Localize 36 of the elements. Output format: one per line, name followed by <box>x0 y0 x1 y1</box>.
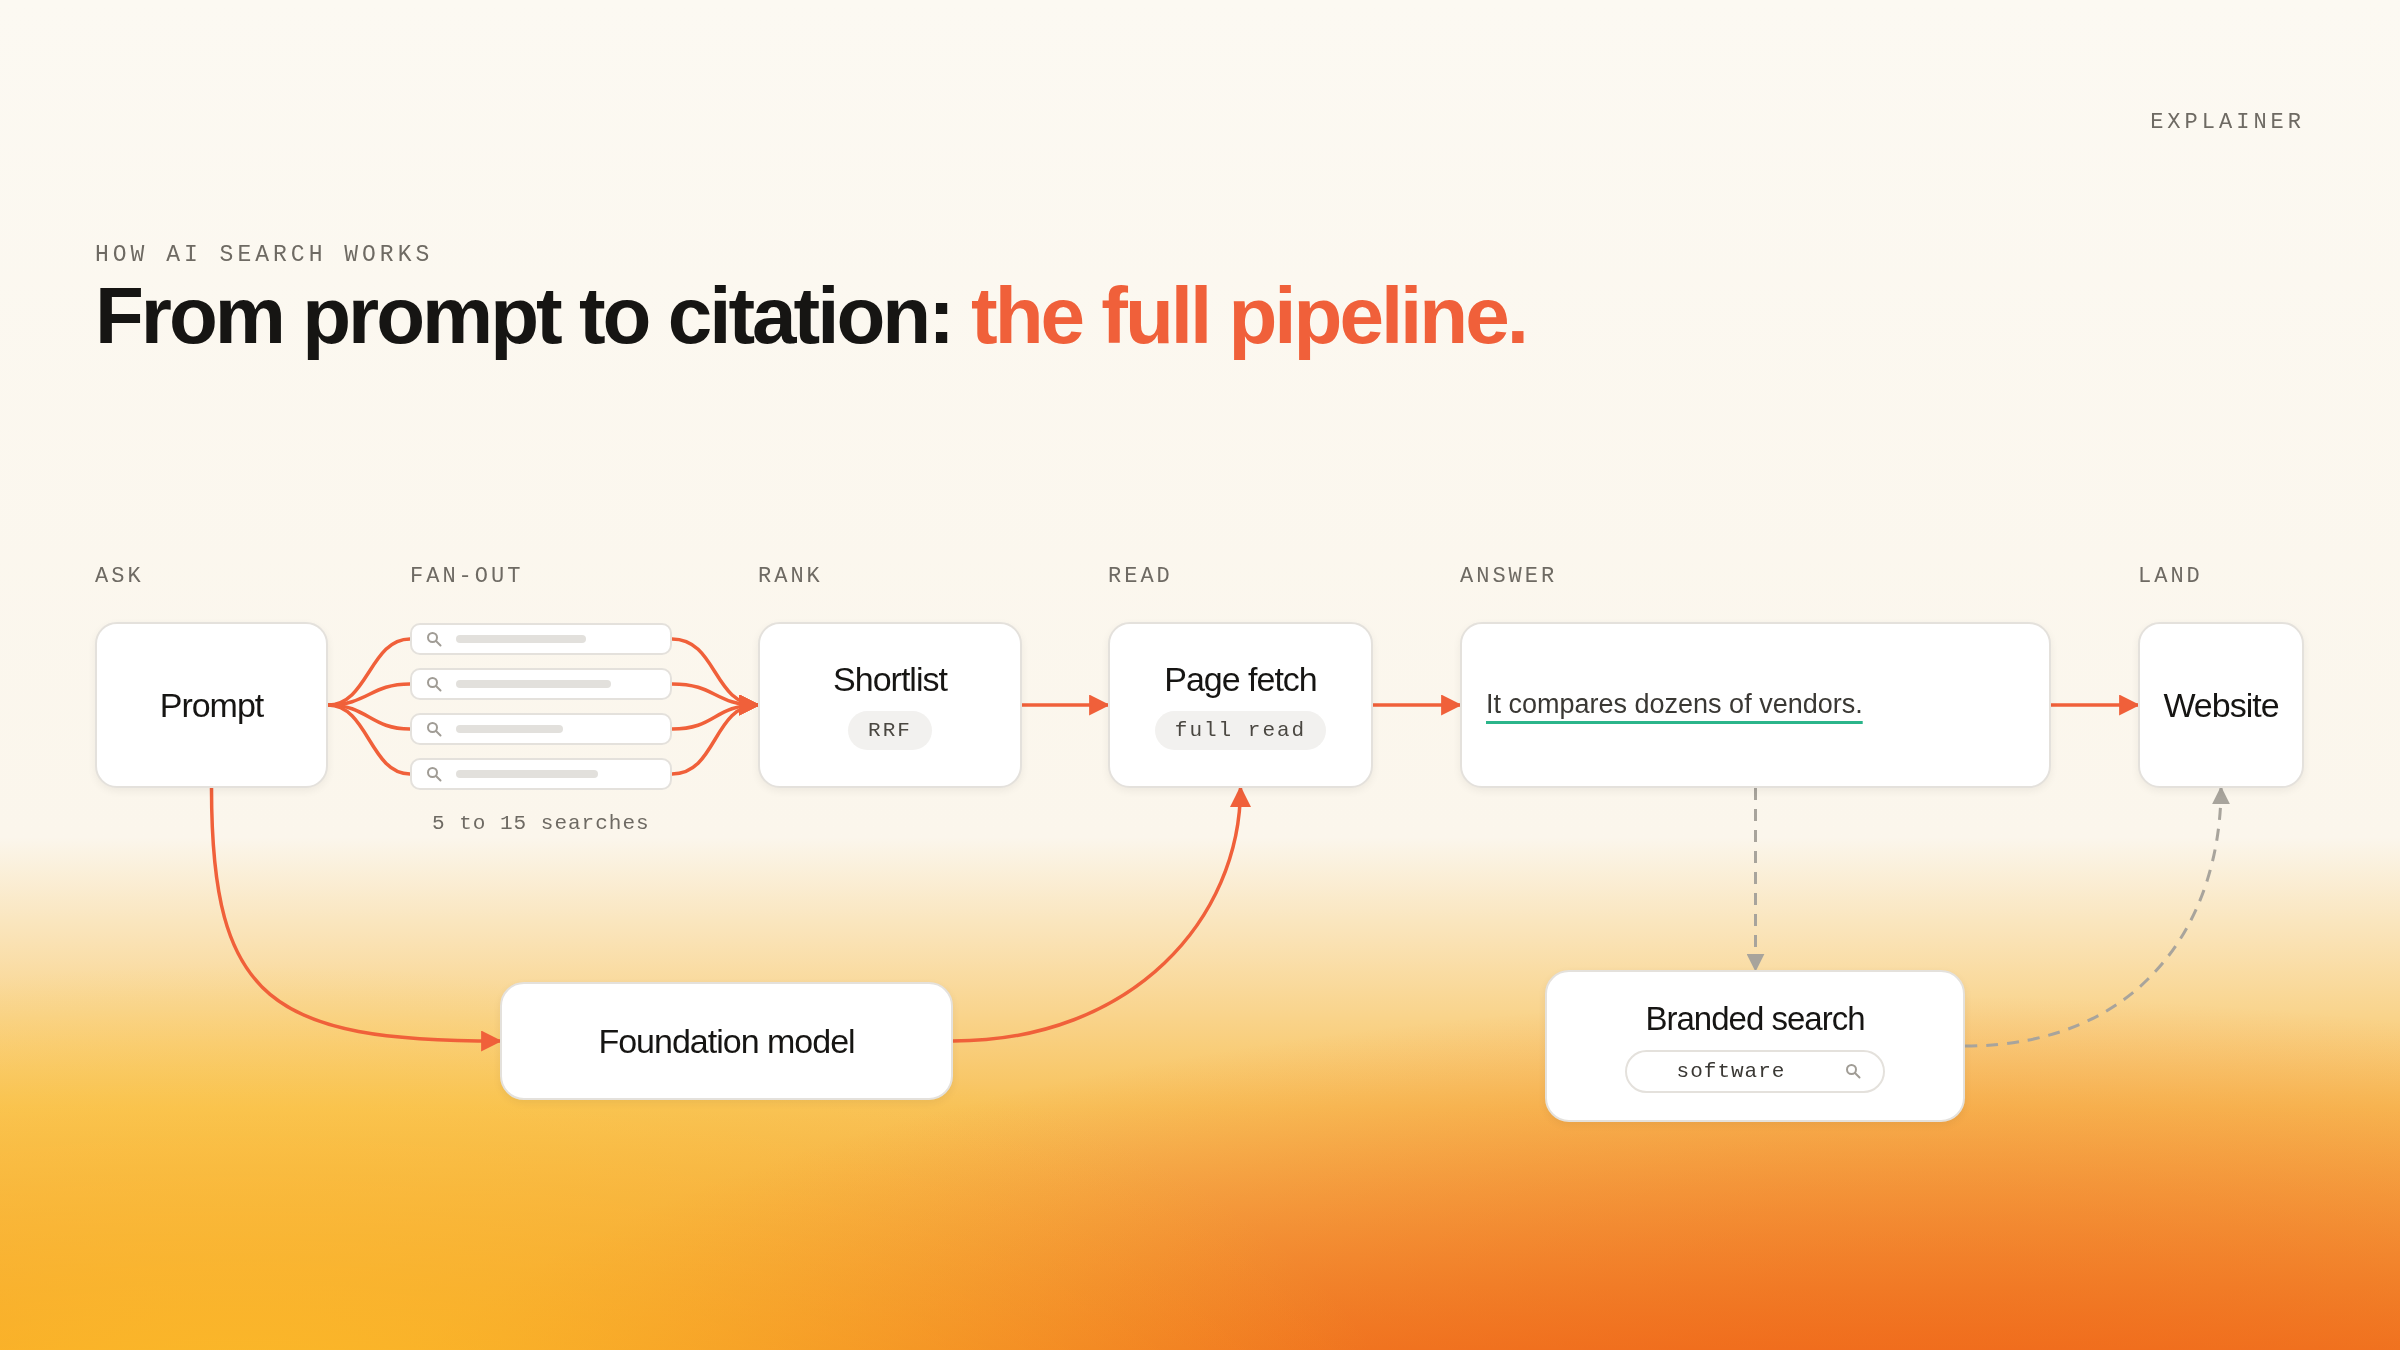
answer-text: It compares dozens of vendors. <box>1486 688 1863 722</box>
search-bar <box>410 713 672 745</box>
step-title: Website <box>2163 685 2279 725</box>
dashed-arrow <box>1964 786 2230 1048</box>
kicker: HOW AI SEARCH WORKS <box>95 242 434 268</box>
title: From prompt to citation: the full pipeline. <box>95 270 1526 362</box>
dashed-arrow <box>1746 788 1765 972</box>
stage-label: ANSWER <box>1460 564 1558 589</box>
step-tag: full read <box>1154 711 1327 750</box>
step-title: Prompt <box>159 685 264 725</box>
step-card <box>2138 622 2304 788</box>
step-title: Shortlist <box>833 660 947 699</box>
step-card <box>1108 622 1373 788</box>
search-bar <box>410 623 672 655</box>
stage-label: READ <box>1108 564 1173 589</box>
search-bar <box>410 668 672 700</box>
connector-line <box>327 703 411 776</box>
search-field: software <box>1624 1049 1886 1093</box>
step-card <box>500 982 953 1100</box>
arrow <box>952 785 1250 1043</box>
step-title: Foundation model <box>598 1021 855 1061</box>
fan-out-caption: 5 to 15 searches <box>432 812 650 835</box>
search-bar <box>410 758 672 790</box>
step-card <box>95 622 328 788</box>
step-title: Page fetch <box>1164 660 1317 699</box>
step-card <box>758 622 1022 788</box>
step-card <box>1460 622 2051 788</box>
connector-line <box>327 703 411 731</box>
step-card <box>1545 970 1965 1122</box>
step-tag: RRF <box>848 711 932 750</box>
stage-label: ASK <box>95 564 144 589</box>
stage-label: RANK <box>758 564 823 589</box>
stage-label: FAN-OUT <box>410 564 524 589</box>
step-title: Branded search <box>1645 999 1865 1038</box>
stage-label: LAND <box>2138 564 2203 589</box>
section-tag: EXPLAINER <box>2150 110 2305 135</box>
